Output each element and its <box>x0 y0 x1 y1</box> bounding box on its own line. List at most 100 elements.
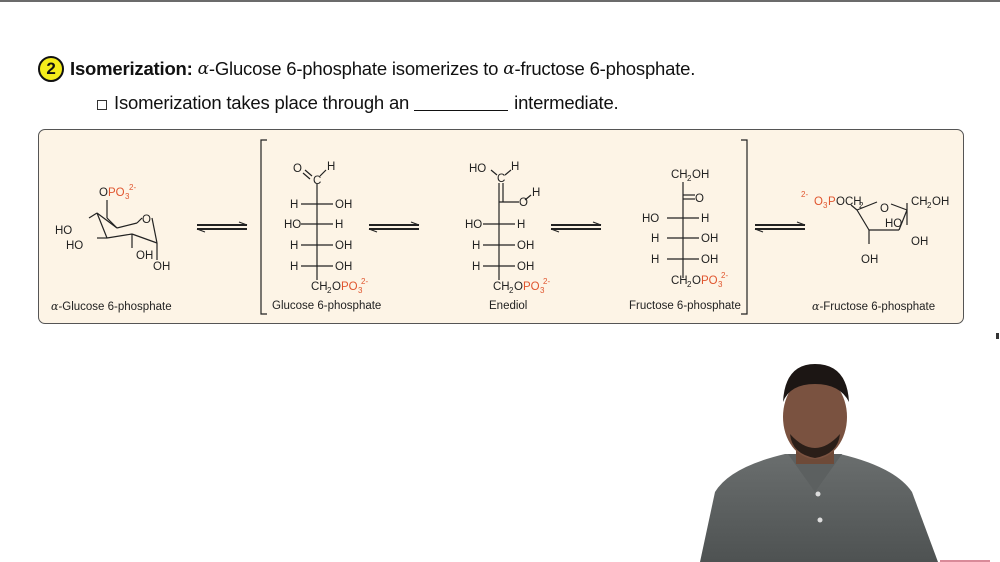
svg-text:C: C <box>313 175 321 187</box>
label-alpha-glucose-6-phosphate: α-Glucose 6-phosphate <box>51 300 172 313</box>
svg-text:HO: HO <box>885 218 902 230</box>
svg-text:O: O <box>814 196 823 208</box>
svg-text:H: H <box>517 219 525 231</box>
svg-text:O: O <box>142 214 151 226</box>
label-glucose-6-phosphate: Glucose 6-phosphate <box>272 300 382 312</box>
enediol-fischer-structure <box>483 169 532 280</box>
svg-text:HO: HO <box>284 219 301 231</box>
svg-text:CH: CH <box>671 169 688 181</box>
fructose-ring-structure <box>850 201 908 244</box>
svg-text:OH: OH <box>517 261 534 273</box>
svg-text:H: H <box>327 161 335 173</box>
svg-text:CH: CH <box>311 281 328 293</box>
glucose-fischer-structure <box>301 169 333 280</box>
bullet-text-before: Isomerization takes place through an <box>114 92 410 113</box>
svg-text:H: H <box>472 261 480 273</box>
svg-text:2-: 2- <box>361 277 368 286</box>
svg-text:PO: PO <box>341 281 358 293</box>
svg-text:OCH: OCH <box>836 196 862 208</box>
svg-text:O: O <box>692 275 701 287</box>
svg-text:C: C <box>497 173 505 185</box>
svg-text:O: O <box>695 193 704 205</box>
svg-text:OH: OH <box>517 240 534 252</box>
svg-text:H: H <box>511 161 519 173</box>
svg-text:2: 2 <box>327 286 332 295</box>
svg-text:O: O <box>519 197 528 209</box>
svg-text:2-: 2- <box>801 190 808 199</box>
svg-text:H: H <box>472 240 480 252</box>
svg-text:OH: OH <box>701 233 718 245</box>
svg-text:HO: HO <box>642 213 659 225</box>
svg-text:2-: 2- <box>543 277 550 286</box>
svg-text:OH: OH <box>701 254 718 266</box>
svg-text:O: O <box>332 281 341 293</box>
svg-text:H: H <box>532 187 540 199</box>
heading-text-1: -Glucose 6-phosphate isomerizes to <box>208 58 504 79</box>
svg-text:O: O <box>514 281 523 293</box>
svg-text:3: 3 <box>823 201 828 210</box>
svg-text:PO: PO <box>701 275 718 287</box>
top-border <box>0 0 1000 2</box>
glucose-ring-structure <box>88 200 158 260</box>
instructor-video <box>700 364 938 562</box>
heading-title: Isomerization: <box>70 58 193 79</box>
svg-text:PO: PO <box>108 187 125 199</box>
svg-text:HO: HO <box>465 219 482 231</box>
svg-text:OH: OH <box>692 169 709 181</box>
svg-text:P: P <box>828 196 836 208</box>
svg-text:HO: HO <box>55 225 72 237</box>
label-enediol: Enediol <box>489 300 528 312</box>
svg-text:OH: OH <box>911 236 928 248</box>
fill-in-blank[interactable] <box>414 95 509 111</box>
svg-text:OH: OH <box>932 196 949 208</box>
bullet-point: Isomerization takes place through an int… <box>97 92 619 114</box>
fructose-fischer-structure <box>667 182 699 278</box>
svg-text:2: 2 <box>859 201 864 210</box>
svg-text:HO: HO <box>66 240 83 252</box>
checkbox-icon <box>97 99 107 110</box>
svg-text:OH: OH <box>153 261 170 273</box>
svg-text:HO: HO <box>469 163 486 175</box>
svg-text:3: 3 <box>540 286 545 295</box>
label-alpha-fructose-6-phosphate: α-Fructose 6-phosphate <box>812 300 936 313</box>
svg-text:H: H <box>290 199 298 211</box>
svg-text:OH: OH <box>335 261 352 273</box>
svg-text:3: 3 <box>358 286 363 295</box>
svg-text:2-: 2- <box>129 183 136 192</box>
svg-text:OH: OH <box>861 254 878 266</box>
cursor-mark <box>996 333 999 339</box>
svg-text:2: 2 <box>509 286 514 295</box>
svg-text:3: 3 <box>718 280 723 289</box>
svg-text:CH: CH <box>911 196 928 208</box>
bullet-text-after: intermediate. <box>514 92 619 113</box>
svg-text:H: H <box>701 213 709 225</box>
svg-text:3: 3 <box>125 192 130 201</box>
svg-text:OH: OH <box>335 199 352 211</box>
step-number-badge: 2 <box>38 56 64 82</box>
reaction-diagram: O PO 3 2- HO HO O OH OH O C H H OH HO H … <box>55 139 949 315</box>
label-fructose-6-phosphate: Fructose 6-phosphate <box>629 300 741 312</box>
step-heading: 2 Isomerization: α -Glucose 6-phosphate … <box>38 56 695 82</box>
reaction-panel: O PO 3 2- HO HO O OH OH O C H H OH HO H … <box>38 129 964 324</box>
svg-text:H: H <box>651 233 659 245</box>
svg-text:2-: 2- <box>721 271 728 280</box>
intermediate-brackets <box>260 139 748 315</box>
svg-text:2: 2 <box>927 201 932 210</box>
svg-text:O: O <box>880 203 889 215</box>
svg-text:O: O <box>293 163 302 175</box>
svg-text:PO: PO <box>523 281 540 293</box>
svg-text:2: 2 <box>687 280 692 289</box>
progress-bar <box>940 560 990 562</box>
svg-text:CH: CH <box>671 275 688 287</box>
svg-text:CH: CH <box>493 281 510 293</box>
svg-text:H: H <box>290 240 298 252</box>
atom-o: O <box>99 187 108 199</box>
equilibrium-arrows <box>196 221 806 233</box>
svg-text:H: H <box>651 254 659 266</box>
alpha-symbol: α <box>503 59 515 79</box>
svg-text:H: H <box>290 261 298 273</box>
svg-text:OH: OH <box>335 240 352 252</box>
alpha-symbol: α <box>197 59 209 79</box>
svg-text:H: H <box>335 219 343 231</box>
heading-text-2: -fructose 6-phosphate. <box>514 58 696 79</box>
